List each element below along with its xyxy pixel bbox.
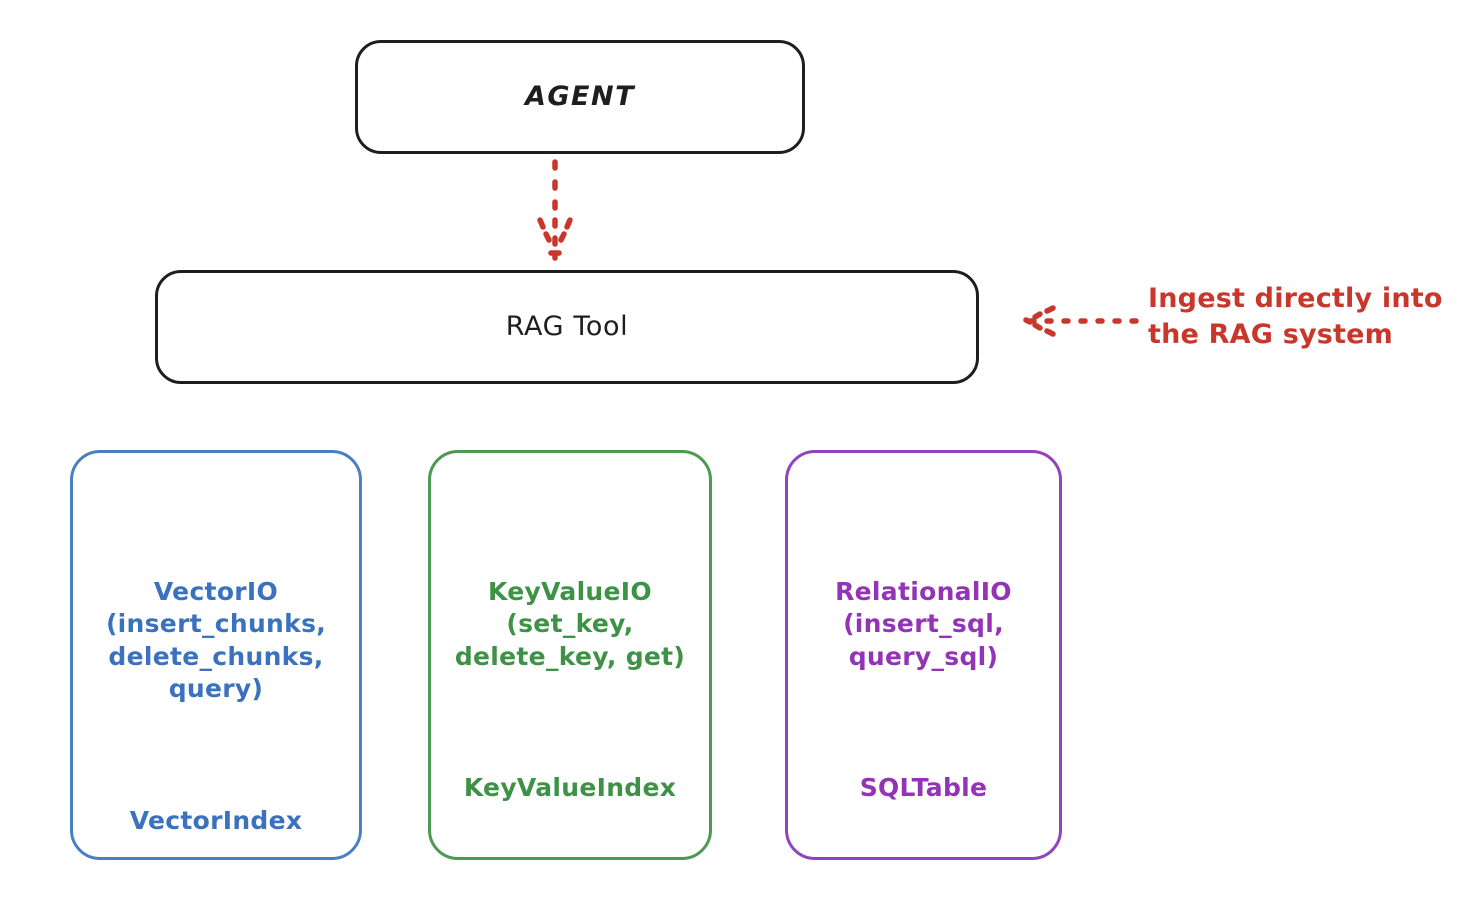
key-value-io-spacer [455, 706, 685, 740]
ingest-pointer-arrow [1023, 305, 1139, 337]
key-value-io-content: KeyValueIO (set_key, delete_key, get) Ke… [455, 543, 685, 837]
ingest-annotation-text: Ingest directly into the RAG system [1148, 283, 1443, 351]
relational-io-spacer [835, 706, 1012, 740]
key-value-io-index-label: KeyValueIndex [463, 773, 677, 802]
vector-io-spacer [106, 738, 326, 772]
relational-io-node[interactable]: RelationalIO (insert_sql, query_sql) SQL… [785, 450, 1062, 860]
relational-io-api-label: RelationalIO (insert_sql, query_sql) [835, 576, 1012, 671]
agent-to-rag-arrow [537, 159, 573, 261]
agent-node[interactable]: AGENT [355, 40, 805, 154]
rag-tool-node[interactable]: RAG Tool [155, 270, 979, 384]
relational-io-content: RelationalIO (insert_sql, query_sql) SQL… [835, 543, 1012, 837]
vector-io-content: VectorIO (insert_chunks, delete_chunks, … [106, 543, 326, 870]
key-value-io-api-label: KeyValueIO (set_key, delete_key, get) [454, 576, 686, 671]
key-value-io-node[interactable]: KeyValueIO (set_key, delete_key, get) Ke… [428, 450, 712, 860]
agent-label: AGENT [524, 81, 635, 113]
vector-io-index-label: VectorIndex [129, 805, 303, 835]
vector-io-api-label: VectorIO (insert_chunks, delete_chunks, … [105, 576, 327, 704]
vector-io-node[interactable]: VectorIO (insert_chunks, delete_chunks, … [70, 450, 362, 860]
relational-io-index-label: SQLTable [859, 773, 988, 802]
rag-tool-label: RAG Tool [505, 311, 629, 343]
